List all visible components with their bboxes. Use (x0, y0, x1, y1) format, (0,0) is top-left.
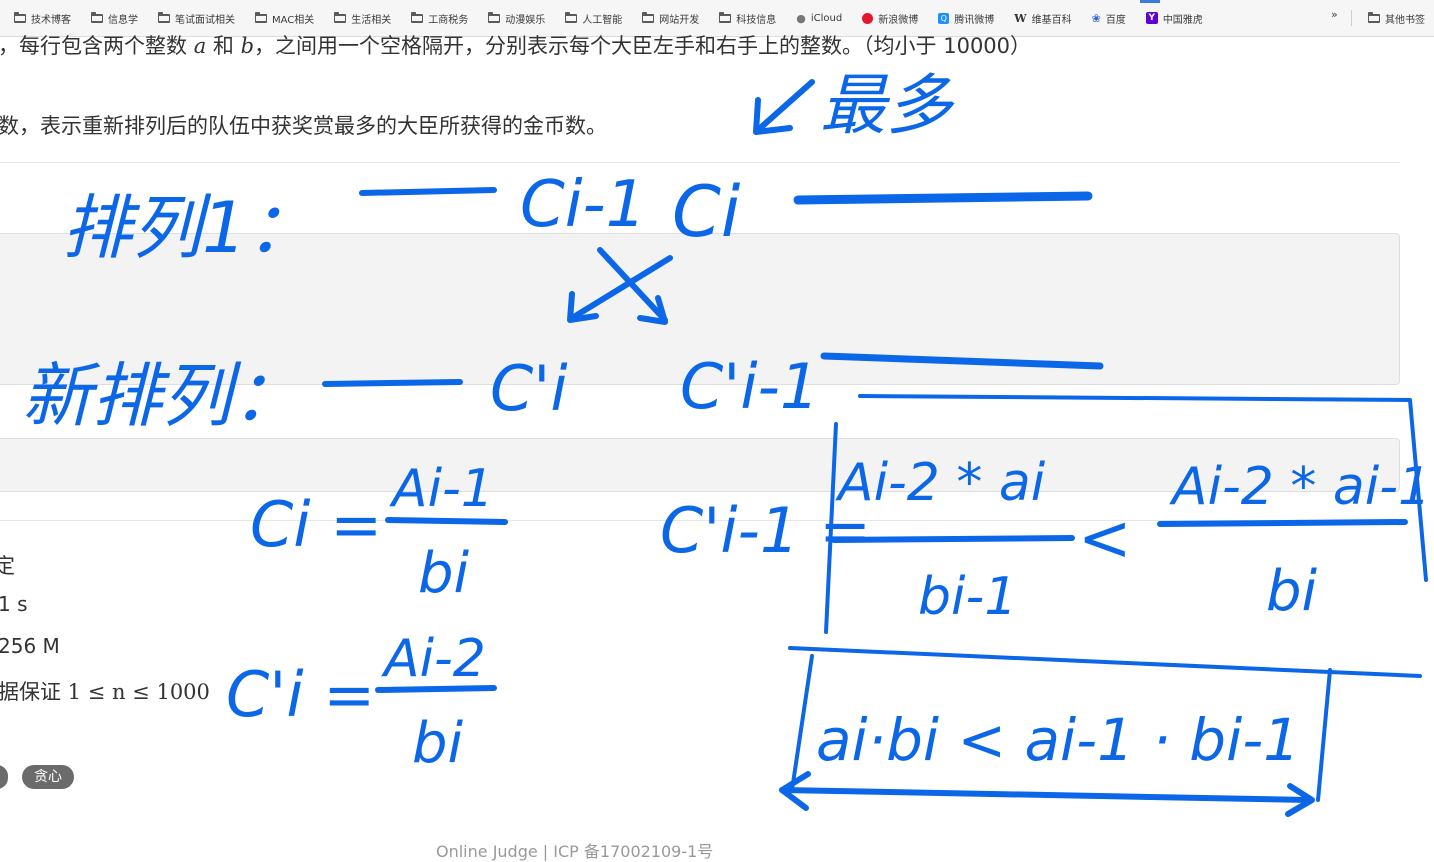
limits-title: 定 (0, 554, 15, 578)
label-cpi-num: Ai-2 (381, 629, 486, 689)
label-c-i: Ci (672, 171, 741, 253)
bookmark-folder[interactable]: 动漫娱乐 (474, 7, 551, 29)
folder-icon (719, 11, 732, 23)
constraint-text: 据保证 1 ≤ n ≤ 1000 (0, 680, 210, 704)
wikipedia-icon: W (1014, 11, 1027, 25)
bookmark-folder[interactable]: 技术博客 (0, 7, 77, 29)
bookmark-label: 技术博客 (31, 14, 71, 26)
bookmark-yahoo[interactable]: Y 中国雅虎 (1132, 7, 1209, 29)
bookmark-weibo[interactable]: 新浪微博 (848, 7, 924, 29)
label-arrangement-1: 排列1： (62, 187, 317, 269)
tag-greedy[interactable]: 贪心 (22, 765, 74, 789)
folder-icon (334, 11, 347, 23)
bookmark-folder[interactable]: 笔试面试相关 (144, 7, 241, 29)
bookmark-label: 中国雅虎 (1162, 14, 1203, 26)
divider (1351, 10, 1352, 26)
label-cpi-den: bi (412, 711, 464, 776)
label-c-prime-i-minus-1: C'i-1 (680, 350, 819, 423)
bookmark-folder[interactable]: 人工智能 (551, 7, 628, 29)
bookmark-label: 网站开发 (659, 14, 700, 26)
divider (0, 520, 1400, 521)
label-cpim1-eq: C'i-1 = (660, 494, 871, 567)
time-limit: 1 s (0, 592, 28, 616)
folder-icon (565, 11, 578, 23)
bookmark-icloud[interactable]: ● iCloud (782, 7, 848, 29)
yahoo-icon: Y (1145, 12, 1158, 24)
bookmark-baidu[interactable]: ❀ 百度 (1078, 7, 1132, 29)
bookmark-wikipedia[interactable]: W 维基百科 (1000, 7, 1077, 29)
label-ci-num: Ai-1 (389, 459, 494, 519)
label-c-prime-i: C'i (490, 352, 568, 425)
bookmark-label: 腾讯微博 (954, 14, 995, 26)
bookmark-label: MAC相关 (272, 14, 315, 26)
sample-output-box (0, 438, 1400, 492)
folder-icon (158, 11, 170, 23)
bookmark-label: 维基百科 (1031, 14, 1072, 26)
bookmark-tencent-weibo[interactable]: Q 腾讯微博 (924, 7, 1000, 29)
apple-icon: ● (796, 11, 806, 25)
bookmarks-overflow-button[interactable]: » (1331, 8, 1338, 21)
bookmark-label: iCloud (810, 12, 843, 24)
bookmark-label: 新浪微博 (878, 14, 919, 26)
tencent-weibo-icon: Q (938, 12, 950, 24)
label-frac1-den: bi-1 (918, 567, 1017, 627)
folder-icon (411, 11, 424, 23)
bookmark-folder[interactable]: 生活相关 (320, 7, 397, 29)
active-indicator (1140, 0, 1160, 3)
label-new-arrangement: 新排列： (22, 355, 302, 437)
bookmark-folder[interactable]: MAC相关 (241, 7, 320, 29)
label-result-inequality: ai·bi < ai-1 · bi-1 (816, 706, 1300, 774)
weibo-icon (862, 12, 874, 24)
bookmark-label: 信息学 (108, 14, 138, 26)
label-frac2-num: Ai-2 * ai-1 (1169, 457, 1431, 517)
bookmark-label: 笔试面试相关 (175, 14, 235, 26)
divider (0, 162, 1400, 163)
bookmark-label: 百度 (1105, 14, 1126, 26)
label-ci-eq: Ci = (250, 488, 382, 561)
label-ci-den: bi (418, 541, 470, 606)
tag-chip[interactable] (0, 765, 8, 789)
label-c-i-minus-1: Ci-1 (520, 168, 646, 242)
bookmark-folder[interactable]: 信息学 (77, 7, 144, 29)
bookmark-folder[interactable]: 工商税务 (397, 7, 474, 29)
bookmark-label: 生活相关 (351, 14, 392, 26)
folder-icon (14, 11, 26, 23)
label-less-than: < (1078, 502, 1132, 576)
label-frac2-den: bi (1266, 559, 1318, 624)
label-frac1-num: Ai-2 * ai (835, 453, 1046, 513)
bookmark-label: 人工智能 (582, 14, 623, 26)
bookmark-label: 动漫娱乐 (505, 14, 546, 26)
folder-icon (642, 11, 655, 23)
input-description: ，每行包含两个整数 a 和 b，之间用一个空格隔开，分别表示每个大臣左手和右手上… (0, 34, 1032, 58)
folder-icon (488, 11, 501, 23)
memory-limit: 256 M (0, 634, 60, 658)
sample-input-box (0, 233, 1400, 385)
baidu-icon: ❀ (1091, 11, 1101, 25)
bookmark-folder[interactable]: 科技信息 (705, 7, 782, 29)
other-bookmarks[interactable]: 其他书签 (1354, 7, 1431, 29)
bookmark-label: 其他书签 (1385, 14, 1425, 26)
label-most: 最多 (820, 67, 955, 144)
bookmark-label: 科技信息 (736, 14, 777, 26)
folder-icon (91, 11, 103, 23)
bookmark-label: 工商税务 (428, 14, 469, 26)
output-description: 数，表示重新排列后的队伍中获奖赏最多的大臣所获得的金币数。 (0, 114, 607, 138)
folder-icon (1368, 11, 1380, 23)
label-cpi-eq: C'i = (226, 658, 375, 731)
bookmark-folder[interactable]: 网站开发 (628, 7, 705, 29)
folder-icon (255, 11, 267, 23)
bookmarks-bar: 技术博客 信息学 笔试面试相关 MAC相关 生活相关 工商税务 动漫娱乐 人工智… (0, 0, 1434, 37)
